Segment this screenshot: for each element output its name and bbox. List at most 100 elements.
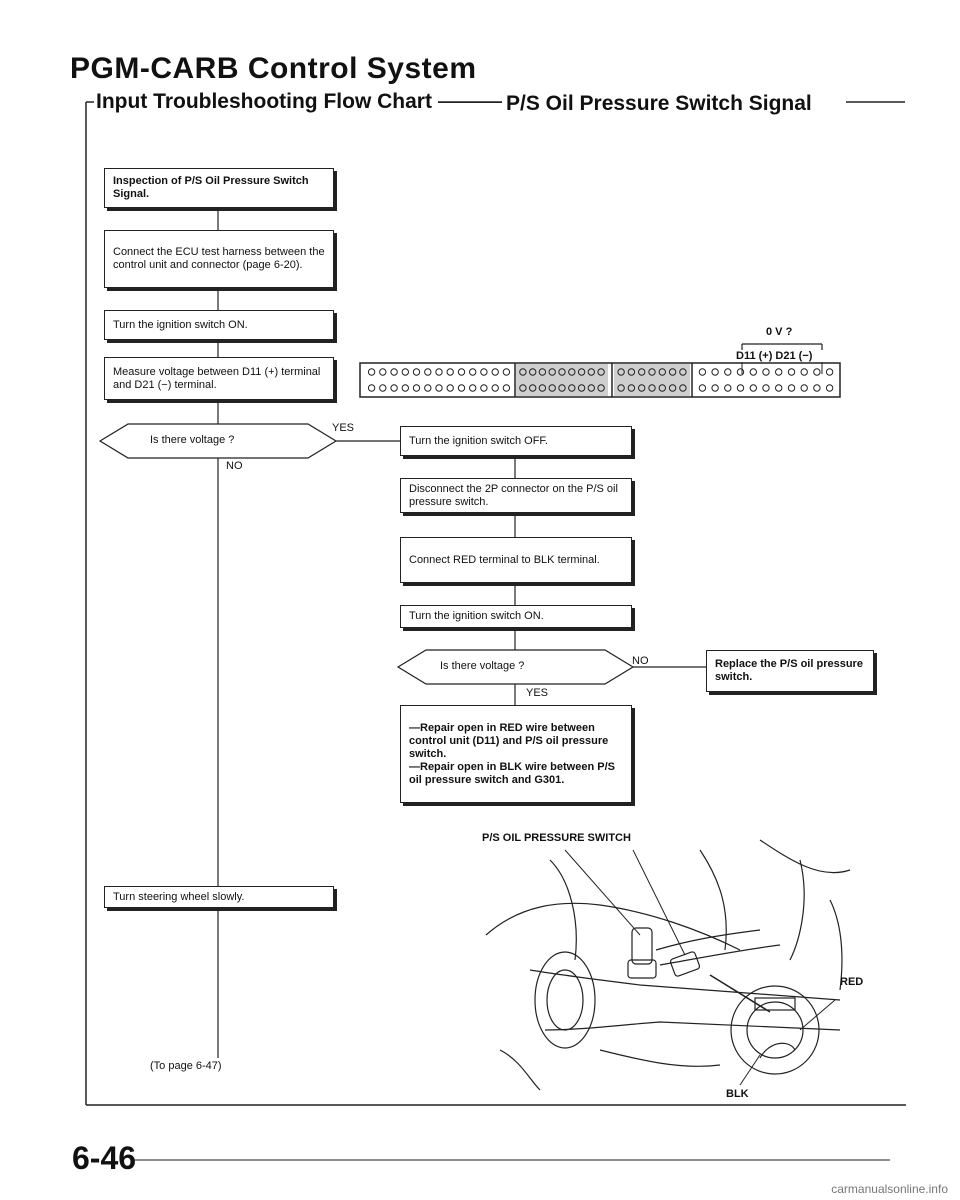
connector-pin: [800, 368, 808, 376]
connector-pin: [519, 384, 527, 392]
repair-red-wire: —Repair open in RED wire between control…: [409, 721, 609, 760]
decision-2-yes-label: YES: [526, 687, 549, 699]
connector-pin: [698, 384, 707, 392]
connector-pin: [668, 384, 677, 392]
connector-pin: [711, 368, 719, 376]
connector-pin: [627, 368, 636, 376]
connector-pin: [679, 368, 687, 376]
connector-pin: [679, 384, 687, 392]
connector-pin: [469, 368, 477, 376]
connector-pin: [502, 368, 511, 376]
red-wire-label: RED: [840, 976, 864, 988]
connector-pin: [446, 368, 454, 376]
connector-pin: [762, 368, 770, 376]
ecu-connector-diagram: [359, 343, 841, 398]
connector-pin: [668, 368, 677, 376]
decision-2-no-label: NO: [632, 655, 649, 667]
connector-pin: [617, 384, 625, 392]
connector-pin: [825, 384, 834, 392]
connector-pin: [424, 384, 432, 392]
repair-blk-wire: —Repair open in BLK wire between P/S oil…: [409, 760, 615, 786]
connector-pin: [558, 384, 566, 392]
connector-pin: [390, 368, 398, 376]
switch-label: P/S OIL PRESSURE SWITCH: [482, 832, 631, 844]
title-rule: [437, 101, 502, 103]
connector-pin: [538, 384, 547, 392]
connector-pin: [390, 384, 398, 392]
connector-pin: [519, 368, 527, 376]
section-title: Input Troubleshooting Flow Chart: [96, 90, 502, 114]
connector-pin: [457, 384, 466, 392]
step-ignition-off: Turn the ignition switch OFF.: [400, 426, 632, 456]
result-replace-switch: Replace the P/S oil pressure switch.: [706, 650, 874, 692]
connector-pin: [435, 384, 443, 392]
connector-pin: [480, 368, 488, 376]
connector-pin: [379, 368, 387, 376]
connector-pin: [480, 384, 488, 392]
connector-pin: [469, 384, 477, 392]
connector-pin: [775, 384, 783, 392]
connector-pin: [538, 368, 547, 376]
connector-pin: [401, 368, 409, 376]
step-disconnect-connector: Disconnect the 2P connector on the P/S o…: [400, 478, 632, 513]
decision-1-no-label: NO: [226, 460, 243, 472]
connector-pin: [435, 368, 443, 376]
connector-pin: [412, 384, 421, 392]
section-topic: P/S Oil Pressure Switch Signal: [506, 92, 812, 115]
section-title-text: Input Troubleshooting Flow Chart: [96, 90, 432, 113]
connector-pin: [658, 384, 666, 392]
connector-pin: [762, 384, 770, 392]
to-page-note: (To page 6-47): [150, 1060, 222, 1072]
connector-pin: [587, 384, 595, 392]
decision-2-text: Is there voltage ?: [440, 660, 525, 672]
connector-pin: [529, 384, 537, 392]
connector-pin: [367, 384, 376, 392]
decision-1-text: Is there voltage ?: [150, 434, 235, 446]
connector-pin: [502, 384, 511, 392]
connector-pin: [568, 384, 576, 392]
step-measure-voltage: Measure voltage between D11 (+) terminal…: [104, 357, 334, 400]
connector-pin: [648, 368, 656, 376]
terminal-label: D11 (+) D21 (−): [736, 350, 813, 362]
connector-pin: [724, 368, 732, 376]
step-ignition-on-2: Turn the ignition switch ON.: [400, 605, 632, 628]
step-turn-steering: Turn steering wheel slowly.: [104, 886, 334, 908]
step-connect-red-blk: Connect RED terminal to BLK terminal.: [400, 537, 632, 583]
connector-pin: [597, 384, 605, 392]
connector-pin: [736, 384, 745, 392]
connector-pin: [424, 368, 432, 376]
connector-pin: [787, 384, 796, 392]
connector-pin: [617, 368, 625, 376]
connector-pin: [548, 384, 556, 392]
connector-pin: [548, 368, 556, 376]
blk-wire-label: BLK: [726, 1088, 749, 1100]
connector-pin: [749, 368, 757, 376]
result-repair-wiring: —Repair open in RED wire between control…: [400, 705, 632, 803]
connector-pin: [367, 368, 376, 376]
connector-pin: [638, 368, 646, 376]
connector-pin: [577, 368, 586, 376]
connector-pin: [457, 368, 466, 376]
connector-pin: [491, 384, 499, 392]
connector-pin: [379, 384, 387, 392]
step-connect-harness: Connect the ECU test harness between the…: [104, 230, 334, 288]
step-ignition-on: Turn the ignition switch ON.: [104, 310, 334, 340]
connector-pin: [446, 384, 454, 392]
page-title: PGM-CARB Control System: [70, 52, 477, 85]
connector-pin: [724, 384, 732, 392]
connector-pin: [736, 368, 745, 376]
connector-pin: [825, 368, 834, 376]
connector-pin: [401, 384, 409, 392]
connector-pin: [813, 368, 821, 376]
connector-pin: [658, 368, 666, 376]
connector-pin: [577, 384, 586, 392]
connector-pin: [711, 384, 719, 392]
connector-pin: [800, 384, 808, 392]
pressure-switch-illustration: [485, 839, 851, 1091]
connector-pin: [568, 368, 576, 376]
watermark: carmanualsonline.info: [831, 1182, 948, 1196]
connector-pin: [412, 368, 421, 376]
page-number: 6-46: [72, 1140, 137, 1176]
connector-pin: [749, 384, 757, 392]
